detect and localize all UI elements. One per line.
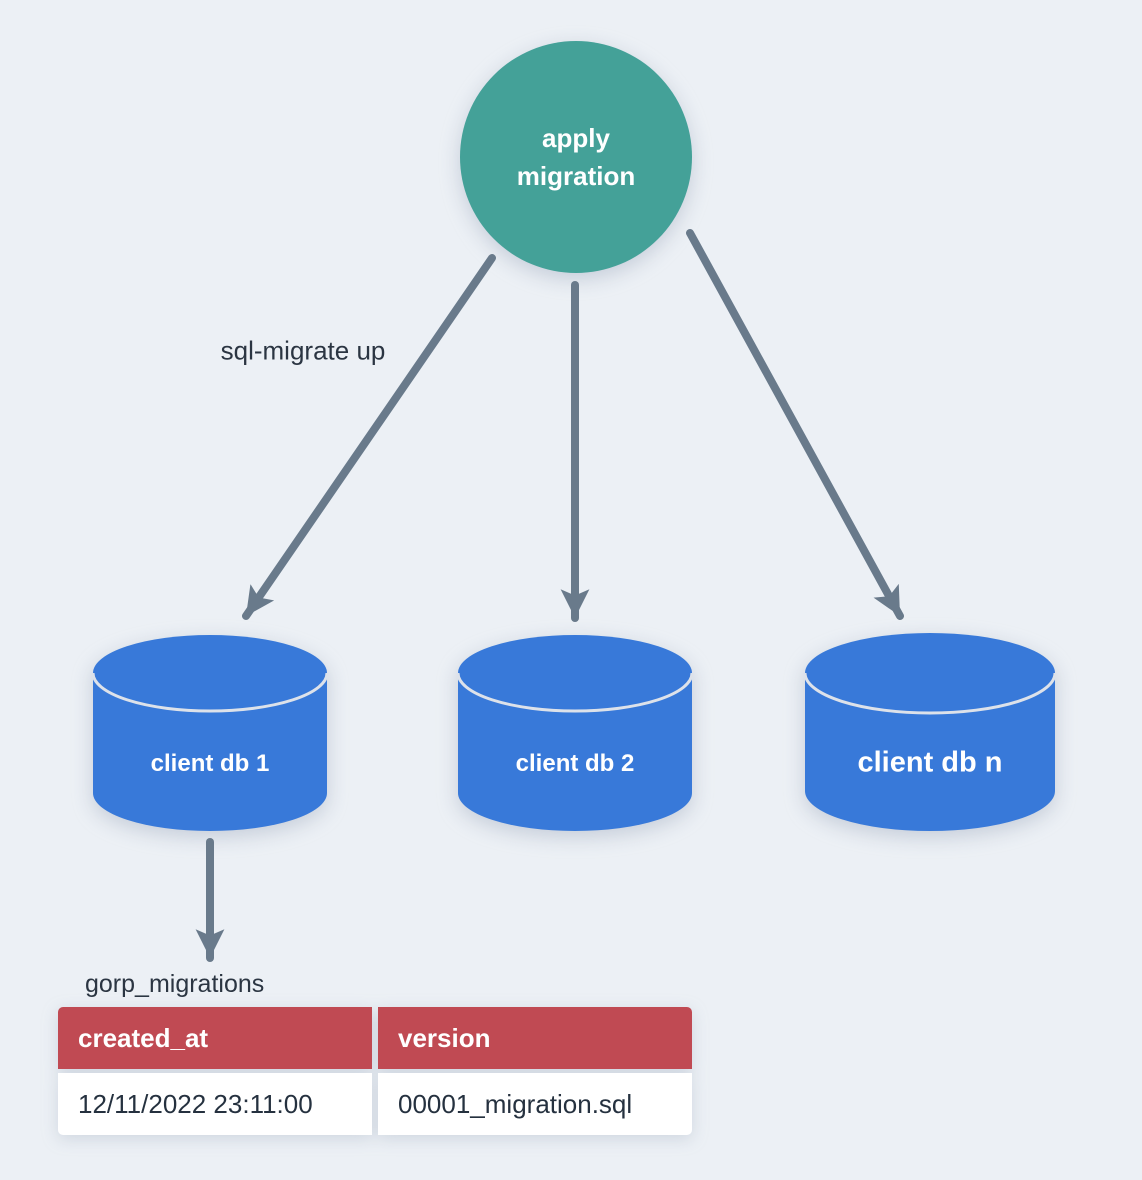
apply-migration-label: apply migration bbox=[517, 119, 635, 195]
db1-label: client db 1 bbox=[150, 750, 270, 777]
apply-migration-label-line2: migration bbox=[516, 161, 636, 191]
table-cell-version: 00001_migration.sql bbox=[378, 1073, 692, 1135]
edge-label-sql-migrate-up: sql-migrate up bbox=[220, 335, 386, 366]
migrations-table: created_at version 12/11/2022 23:11:00 0… bbox=[58, 1007, 692, 1135]
apply-migration-label-line1: apply bbox=[542, 123, 610, 153]
database-cylinder-dbn bbox=[803, 633, 1057, 831]
db2-label: client db 2 bbox=[515, 750, 635, 777]
table-header-created-at: created_at bbox=[58, 1007, 372, 1069]
dbn-label: client db n bbox=[857, 746, 1003, 779]
table-cell-created-at: 12/11/2022 23:11:00 bbox=[58, 1073, 372, 1135]
arrow-apply-to-dbn bbox=[686, 229, 904, 620]
arrow-apply-to-db1 bbox=[242, 254, 496, 620]
table-header-version: version bbox=[378, 1007, 692, 1069]
database-cylinder-db1 bbox=[91, 635, 329, 831]
apply-migration-node bbox=[460, 41, 692, 273]
database-cylinder-db2 bbox=[456, 635, 694, 831]
migrations-table-title: gorp_migrations bbox=[85, 970, 265, 998]
